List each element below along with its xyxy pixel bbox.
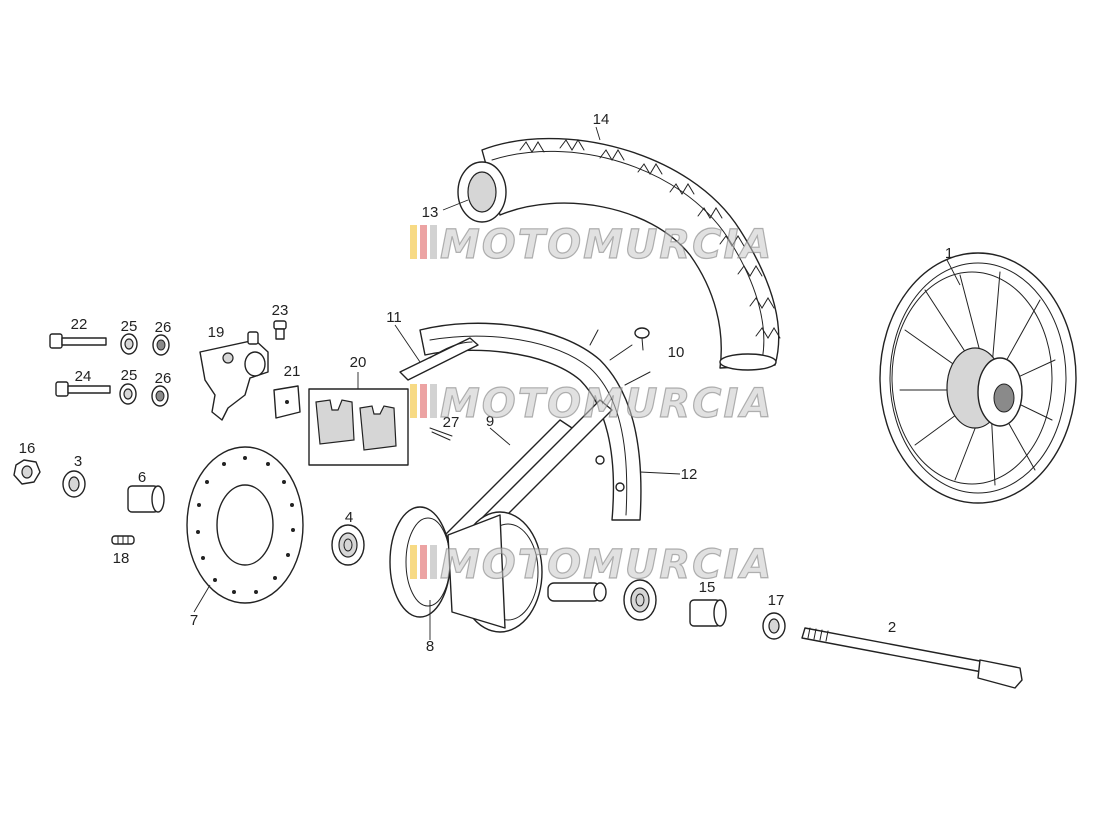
callout-labels: 1 2 3 4 6 7 8 9 10 11 12 13 14 15 16 17 … [19,111,954,655]
callout-7: 7 [190,612,198,629]
brake-disc-part-7 [186,446,304,604]
tire-tread-pattern [519,139,781,339]
spacer-part-6 [127,485,165,513]
brake-pads-part-20 [308,388,409,466]
callout-18: 18 [113,550,130,567]
watermark-logo-middle: MOTOMURCIA [410,380,773,428]
pin-part-27 [429,427,453,441]
caliper-part-19 [199,331,269,421]
callout-22: 22 [71,316,88,333]
washer-part-25-top [120,333,138,355]
watermark-text-middle: MOTOMURCIA [440,381,773,427]
bolt-part-22 [49,333,107,349]
callout-23: 23 [272,302,289,319]
callout-26-top: 26 [155,319,172,336]
callout-24: 24 [75,368,92,385]
watermark-text-bottom: MOTOMURCIA [440,542,773,588]
bolt-part-18 [111,535,135,545]
callout-21: 21 [284,363,301,380]
washer-part-25-bottom [119,383,137,405]
callout-9: 9 [486,413,494,430]
bolt-part-24 [55,381,111,397]
callout-10: 10 [668,344,685,361]
washer-part-26-top [152,334,170,356]
callout-25-top: 25 [121,318,138,335]
inner-tube-part-13 [457,161,507,223]
callout-1: 1 [945,245,953,262]
callout-14: 14 [593,111,610,128]
washer-part-3 [62,470,86,498]
callout-4: 4 [345,509,353,526]
axle-spacer [547,582,607,602]
callout-11: 11 [386,309,402,326]
bearing-part-4 [331,524,365,566]
watermark-text-top: MOTOMURCIA [440,222,773,268]
bleed-screw-part-23 [273,320,287,340]
watermark-logo-bottom: MOTOMURCIA [410,541,773,589]
mudguard-bracket-part-11 [399,337,479,381]
washer-part-26-bottom [151,385,169,407]
callout-3: 3 [74,453,82,470]
callout-8: 8 [426,638,434,655]
watermark-logo-top: MOTOMURCIA [410,221,773,269]
callout-13: 13 [422,204,439,221]
callout-16: 16 [19,440,36,457]
pad-spring-part-21 [273,385,301,419]
nut-part-16 [13,459,41,485]
callout-25-bottom: 25 [121,367,138,384]
callout-19: 19 [208,324,225,341]
callout-6: 6 [138,469,146,486]
washer-part-17 [762,612,786,640]
callout-20: 20 [350,354,367,371]
callout-26-bottom: 26 [155,370,172,387]
callout-27: 27 [443,414,460,431]
wheel-part-1 [879,252,1077,504]
callout-12: 12 [681,466,698,483]
callout-17: 17 [768,592,785,609]
callout-2: 2 [888,619,896,636]
tire-part-14 [481,137,781,371]
spacer-part-15 [689,599,727,627]
leader-lines [193,126,961,640]
screw-part-10 [634,327,650,351]
brake-disc-holes [196,456,295,594]
bearing-right [623,579,657,621]
callout-15: 15 [699,579,716,596]
axle-part-2 [801,627,1023,689]
mudguard-part-12 [419,322,642,521]
